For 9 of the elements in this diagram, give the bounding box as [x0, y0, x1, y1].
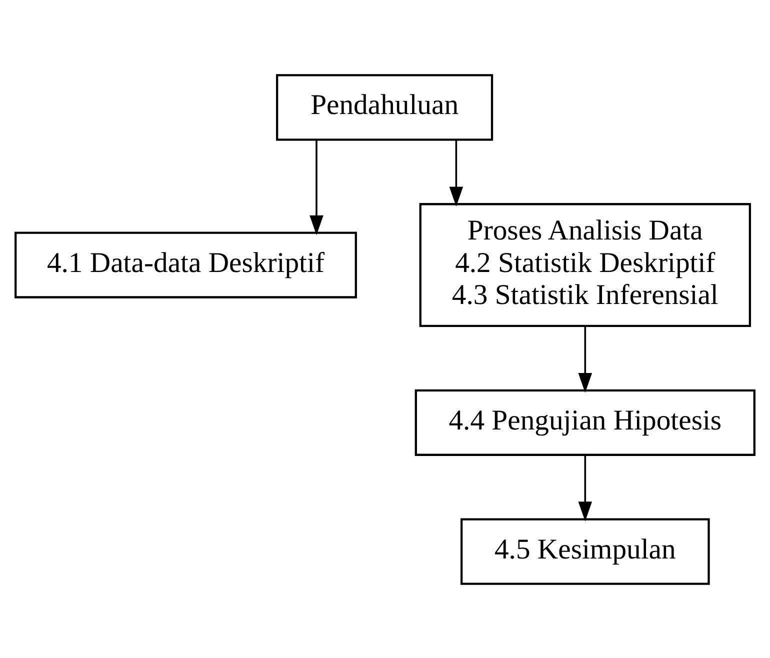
arrow	[449, 140, 464, 206]
node-box: 4.4 Pengujian Hipotesis	[414, 388, 756, 456]
arrow	[310, 140, 324, 235]
node-box: Proses Analisis Data 4.2 Statistik Deskriptif 4.3 Statistik Inferensial	[419, 202, 751, 326]
node-box: 4.5 Kesimpulan	[460, 518, 710, 584]
arrow	[578, 454, 592, 521]
arrow	[578, 325, 592, 392]
node-box: 4.1 Data-data Deskriptif	[14, 231, 357, 298]
node-box: Pendahuluan	[276, 74, 494, 140]
